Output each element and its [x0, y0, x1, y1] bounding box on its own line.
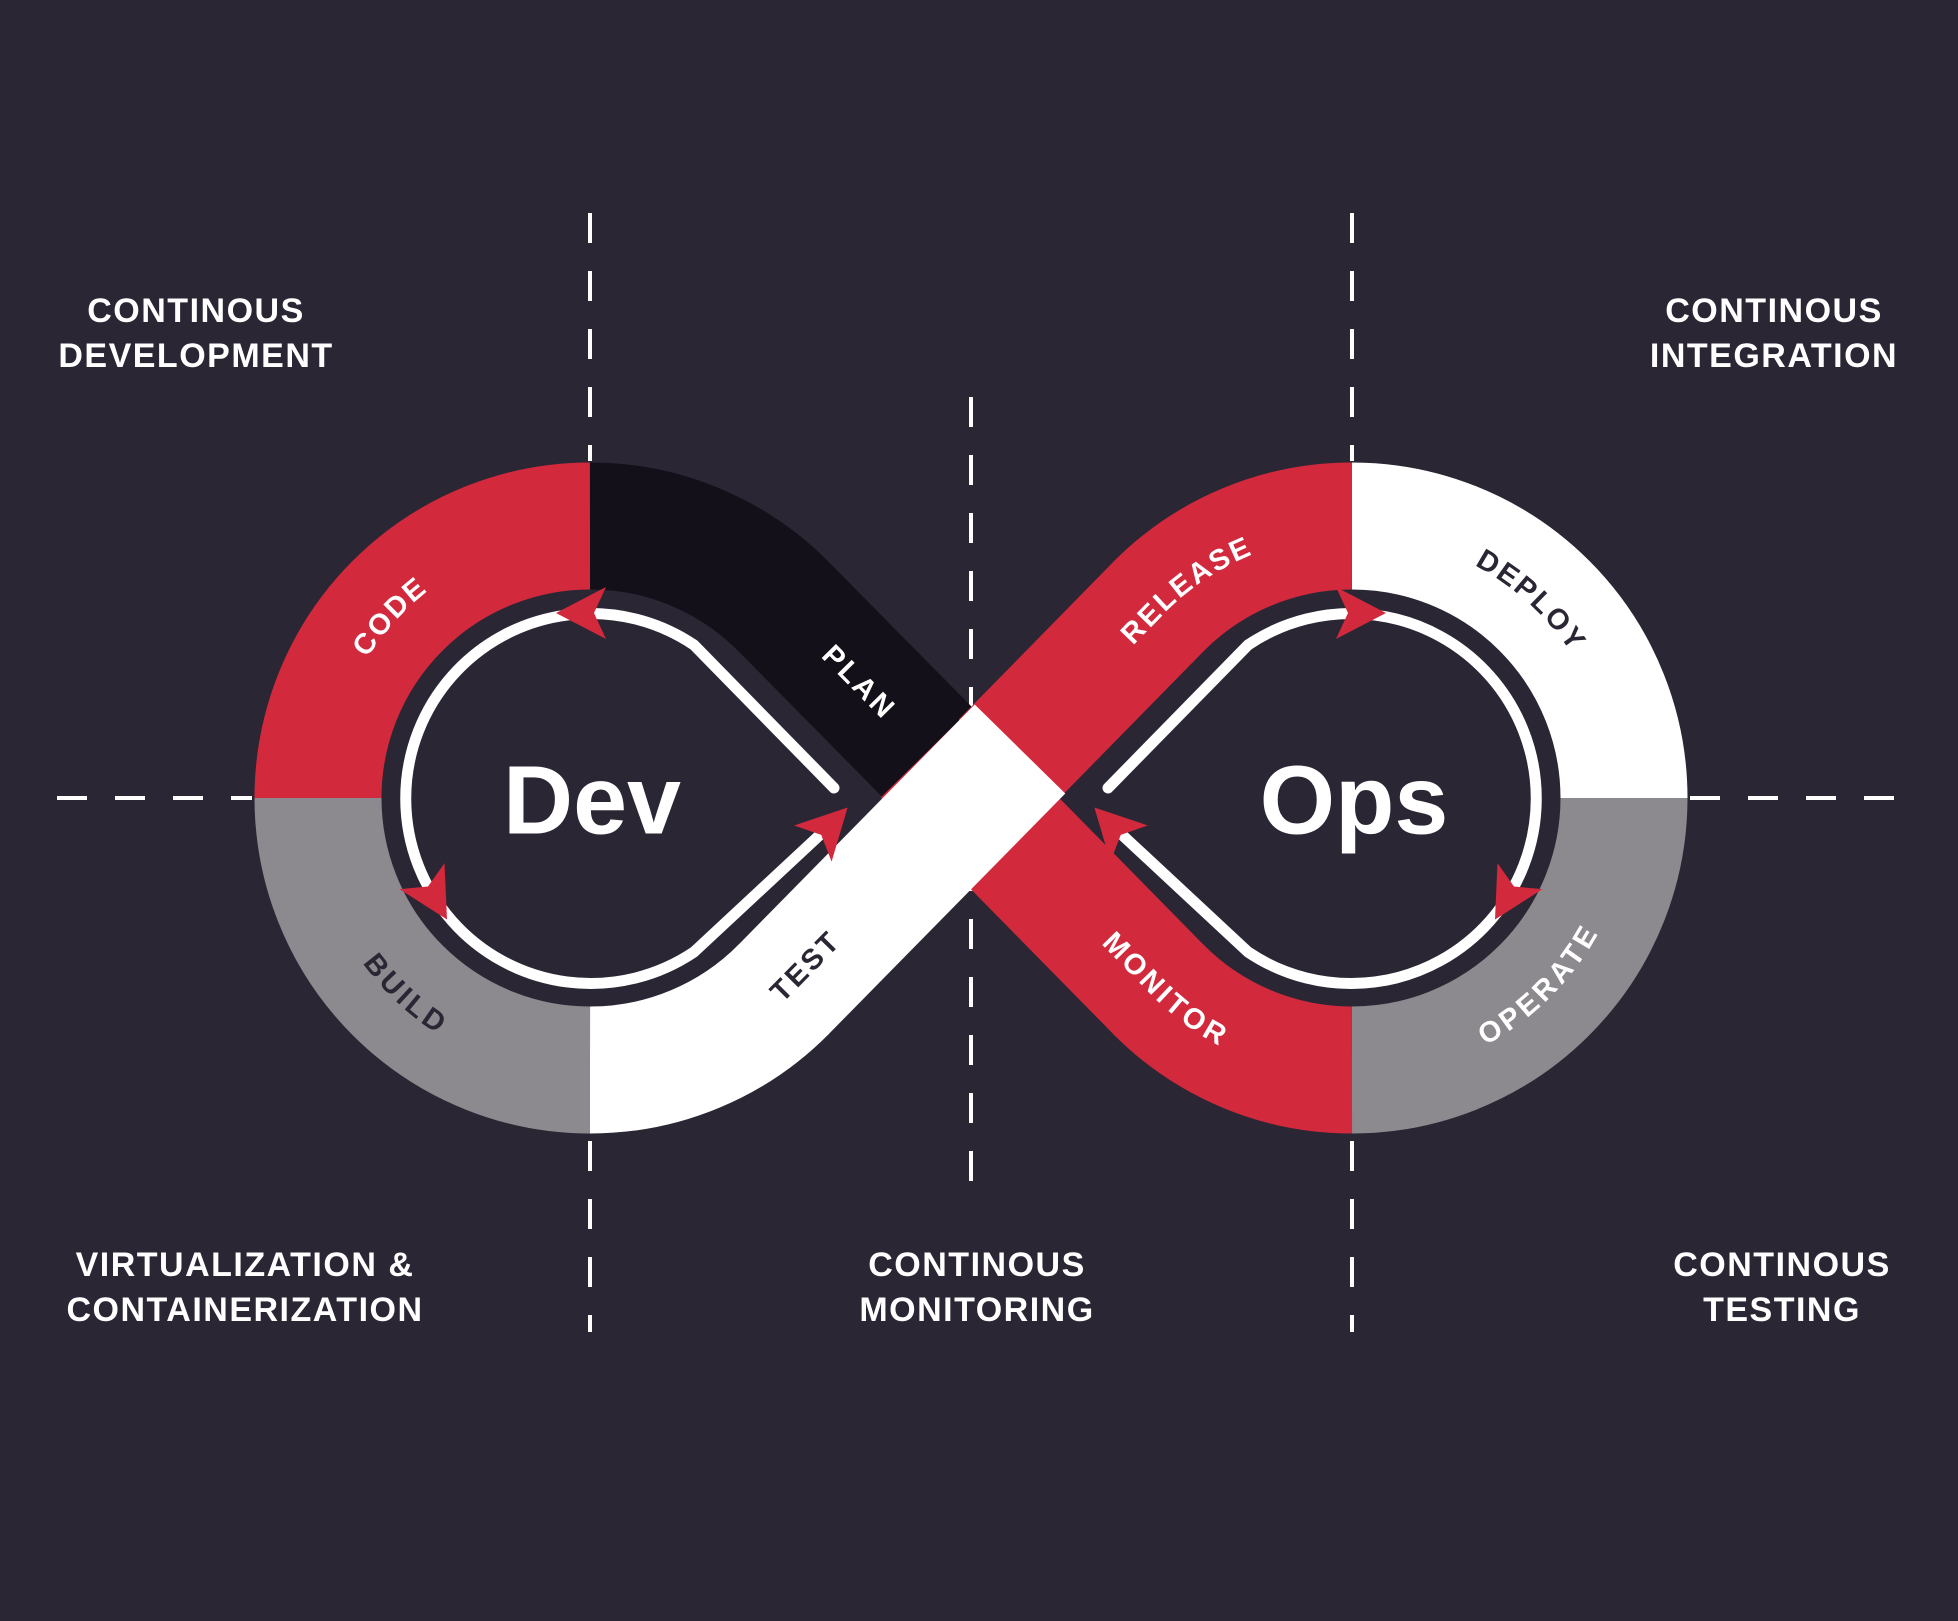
- flow-arrow-icon: [794, 807, 848, 862]
- flow-arrow-icon: [399, 863, 447, 920]
- label-continuous-testing-line2: TESTING: [1703, 1291, 1861, 1329]
- monitor-segment-arc: [1112, 943, 1354, 1134]
- test-segment-arc: [588, 943, 830, 1134]
- build-segment-arc: [254, 796, 592, 1134]
- label-continuous-integration-line1: CONTINOUS: [1665, 292, 1883, 330]
- ops-title: Ops: [1260, 746, 1449, 855]
- flow-arrow-icon: [1495, 863, 1543, 920]
- label-continuous-development-line2: DEVELOPMENT: [58, 337, 333, 375]
- flow-arrow-icon: [1336, 587, 1386, 639]
- label-continuous-integration-line2: INTEGRATION: [1650, 337, 1898, 375]
- label-virtualization-line2: CONTAINERIZATION: [66, 1291, 423, 1329]
- release-segment-arc: [1112, 462, 1354, 653]
- test-diagonal-band: [736, 704, 1066, 1036]
- label-virtualization-line1: VIRTUALIZATION &: [76, 1246, 415, 1284]
- dashed-divider-lines: [57, 213, 1901, 1332]
- label-continuous-testing-line1: CONTINOUS: [1673, 1246, 1891, 1284]
- operate-segment-arc: [1350, 796, 1688, 1134]
- infinity-ribbon: [254, 462, 1688, 1134]
- dev-title: Dev: [503, 746, 681, 855]
- flow-arrow-icon: [556, 587, 606, 639]
- plan-segment-arc: [588, 462, 830, 653]
- flow-arrow-icon: [1094, 807, 1148, 862]
- label-continuous-monitoring-line2: MONITORING: [859, 1291, 1094, 1329]
- flow-arrows: [399, 587, 1543, 920]
- corner-labels: CONTINOUS DEVELOPMENT CONTINOUS INTEGRAT…: [58, 292, 1898, 1329]
- code-segment-arc: [254, 462, 592, 800]
- label-continuous-development-line1: CONTINOUS: [87, 292, 305, 330]
- deploy-segment-arc: [1350, 462, 1688, 800]
- label-continuous-monitoring-line1: CONTINOUS: [868, 1246, 1086, 1284]
- release-diagonal-band: [958, 560, 1206, 809]
